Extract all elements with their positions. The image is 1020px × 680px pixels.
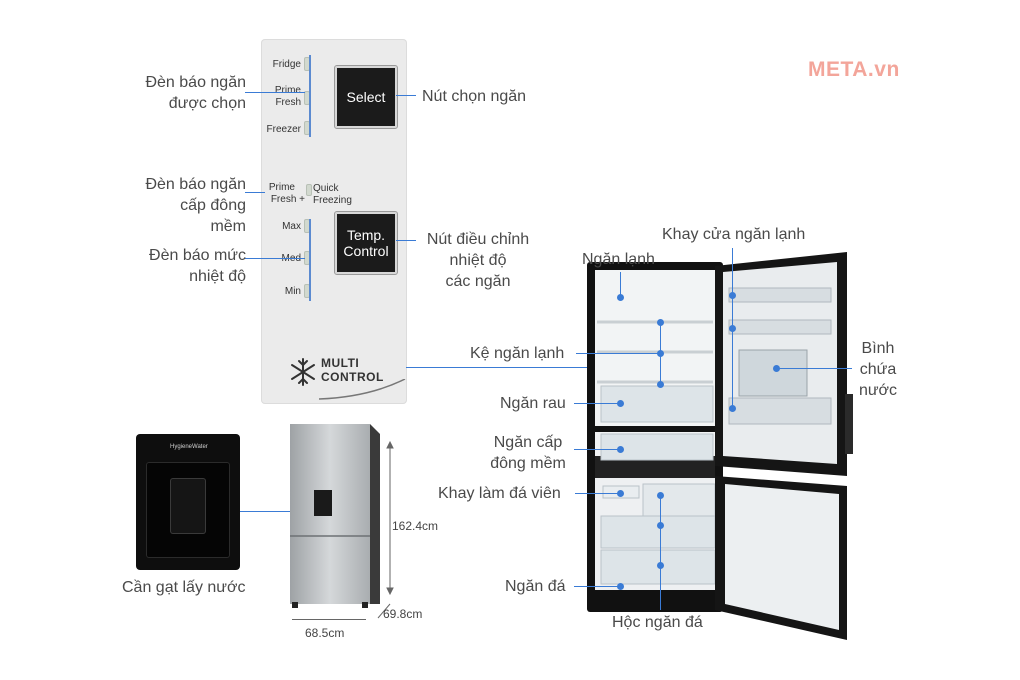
fridge-compartment-line (620, 272, 621, 297)
freezing-label: Freezing (313, 195, 352, 206)
door-tray-dot-3 (729, 405, 736, 412)
fridge-shelf-line (406, 367, 602, 368)
veg-drawer-dot (617, 400, 624, 407)
fridge-exterior-image (290, 424, 380, 608)
fridge-shelf-label: Kệ ngăn lạnh (470, 345, 565, 362)
water-lever[interactable] (170, 478, 206, 534)
door-tray-label: Khay cửa ngăn lạnh (662, 226, 806, 243)
dimension-arrows (377, 440, 394, 619)
soft-freeze-drawer-line (574, 449, 620, 450)
freezer-drawer-label: Hộc ngăn đá (612, 614, 703, 631)
fresh-label: Fresh (275, 97, 301, 108)
compartment-indicator-line (245, 92, 305, 93)
freezer-drawer-dot-3 (657, 562, 664, 569)
select-button[interactable]: Select (334, 65, 398, 129)
prime-fresh-plus-led (306, 184, 312, 196)
multi-label: MULTI (321, 356, 360, 370)
dispenser-brand-label: HygieneWater (170, 444, 208, 450)
width-dimension-line (292, 619, 366, 620)
swoosh-decoration (319, 379, 406, 400)
door-tray-dot-2 (729, 325, 736, 332)
max-label: Max (282, 221, 301, 232)
fridge-shelf-dot-2 (657, 350, 664, 357)
fridge-compartment-dot (617, 294, 624, 301)
ice-tray-dot (617, 490, 624, 497)
freezer-drawer-dot-2 (657, 522, 664, 529)
select-button-line (396, 95, 416, 96)
compartment-led-bracket (306, 55, 311, 137)
ice-tray-label: Khay làm đá viên (438, 485, 561, 502)
watermark-logo: META.vn (808, 58, 900, 81)
prime-fresh-plus-label-2: Fresh + (270, 194, 305, 205)
door-tray-dot-1 (729, 292, 736, 299)
prime-fresh-plus-label-1: Prime (268, 182, 295, 193)
control-label: CONTROL (321, 370, 384, 384)
snowflake-icon (291, 358, 315, 386)
soft-freeze-drawer-dot (617, 446, 624, 453)
control-panel: Fridge Prime Fresh Freezer Select Prime … (261, 39, 407, 404)
fridge-label: Fridge (272, 59, 301, 70)
temp-control-button[interactable]: Temp. Control (334, 211, 398, 275)
soft-freeze-indicator-line (245, 192, 265, 193)
temp-control-label-1: Temp. (346, 227, 386, 243)
quick-label: Quick (313, 183, 339, 194)
temp-control-label-2: Control (343, 243, 389, 259)
freezer-compartment-dot (617, 583, 624, 590)
water-tank-line (776, 368, 852, 369)
freezer-label: Freezer (266, 124, 301, 135)
height-dimension: 162.4cm (392, 519, 439, 533)
freezer-drawer-dot-1 (657, 492, 664, 499)
prime-label: Prime (274, 85, 301, 96)
water-lever-line (240, 511, 290, 512)
water-tank-dot (773, 365, 780, 372)
depth-dimension: 69.8cm (383, 607, 423, 621)
temp-button-line (396, 240, 416, 241)
water-lever-label: Cần gạt lấy nước (122, 579, 246, 596)
freezer-drawer-line (660, 495, 661, 610)
veg-drawer-label: Ngăn rau (500, 395, 566, 412)
fridge-shelf-dot-1 (657, 319, 664, 326)
fridge-shelf-horizontal (576, 353, 660, 354)
temp-level-line (245, 258, 305, 259)
water-dispenser-closeup: HygieneWater (136, 434, 240, 570)
freezer-compartment-line (574, 586, 620, 587)
veg-drawer-line (574, 403, 620, 404)
open-fridge-image (587, 252, 853, 640)
temp-led-bracket (306, 219, 311, 301)
min-label: Min (284, 286, 301, 297)
select-button-label: Nút chọn ngăn (422, 88, 527, 105)
fridge-shelf-dot-3 (657, 381, 664, 388)
width-dimension: 68.5cm (305, 626, 345, 640)
fridge-compartment-label: Ngăn lạnh (582, 251, 655, 268)
ice-tray-line (575, 493, 620, 494)
freezer-compartment-label: Ngăn đá (505, 578, 566, 595)
